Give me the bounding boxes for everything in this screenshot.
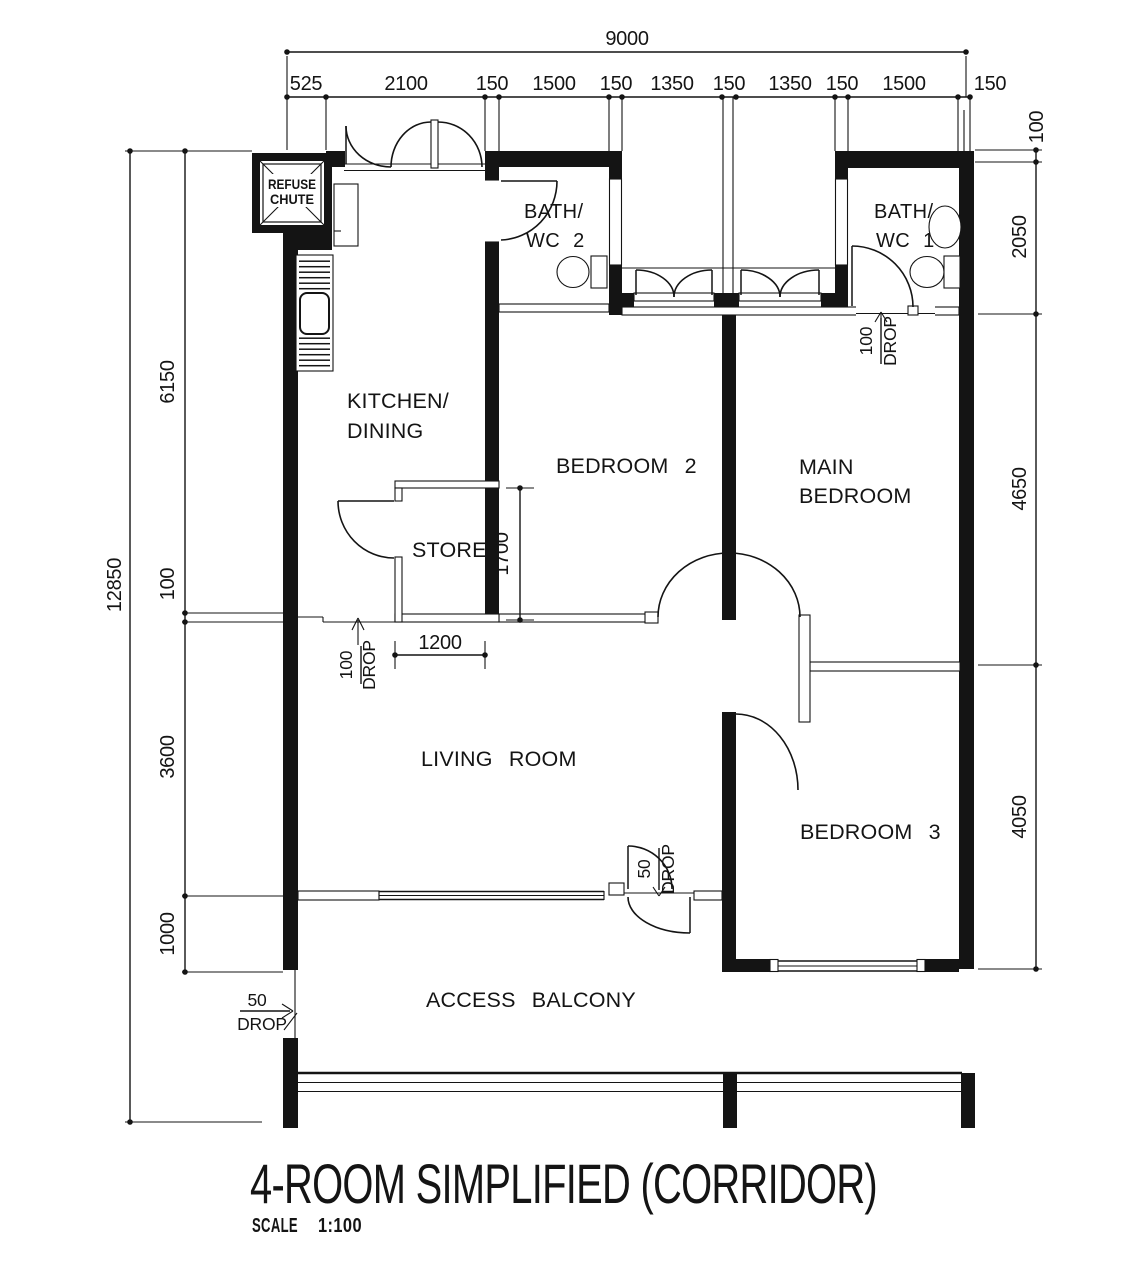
main-bedroom-label-1: MAIN	[799, 455, 854, 479]
dim-top-10: 150	[974, 73, 1007, 95]
dim-left-2: 3600	[157, 735, 179, 778]
dim-top-4: 150	[600, 73, 633, 95]
dim-left-0: 6150	[157, 360, 179, 403]
scale-label: SCALE	[252, 1215, 298, 1237]
balcony-drop-value: 50	[247, 990, 267, 1010]
dimensions-top: 9000 525 2100 150 1500 150 1350 150 1350…	[284, 28, 1007, 151]
dim-left-3: 1000	[157, 912, 179, 955]
bath2-label-2: WC 2	[526, 230, 585, 252]
bath1-label-2: WC 1	[876, 230, 935, 252]
entrance-drop-word: DROP	[658, 844, 678, 894]
dim-store-depth: 1700	[491, 532, 513, 575]
refuse-chute-label-1: REFUSE	[268, 176, 316, 192]
living-room-label: LIVING ROOM	[421, 747, 577, 771]
store-drop-value: 100	[336, 650, 356, 679]
refuse-chute: REFUSE CHUTE	[252, 153, 332, 233]
main-bedroom-label-2: BEDROOM	[799, 484, 912, 508]
dim-left-1: 100	[157, 568, 179, 601]
bath2-label-1: BATH/	[524, 201, 583, 223]
kitchen-label-2: DINING	[347, 419, 423, 443]
kitchen-fixtures	[295, 119, 483, 372]
dim-right-2: 4650	[1009, 467, 1031, 510]
dim-store-width: 1200	[418, 632, 461, 654]
bedroom2-label: BEDROOM 2	[556, 454, 697, 478]
access-balcony-label: ACCESS BALCONY	[426, 988, 636, 1012]
bedroom3-label: BEDROOM 3	[800, 820, 941, 844]
dim-right-0: 100	[1026, 111, 1048, 144]
dim-top-3: 1500	[532, 73, 575, 95]
dim-top-0: 525	[290, 73, 323, 95]
walls	[283, 151, 974, 1128]
balcony-drop-word: DROP	[237, 1014, 287, 1034]
dim-top-8: 150	[826, 73, 859, 95]
scale-value: 1:100	[318, 1215, 362, 1237]
dim-right-3: 4050	[1009, 795, 1031, 838]
windows	[344, 163, 926, 973]
bath1-label-1: BATH/	[874, 201, 933, 223]
bath1-drop-value: 100	[856, 326, 876, 355]
balcony-railing	[296, 1071, 975, 1128]
dim-overall-height: 12850	[104, 558, 126, 612]
dim-top-7: 1350	[768, 73, 811, 95]
recess-doors	[635, 269, 820, 298]
room-labels: KITCHEN/ DINING BEDROOM 2 MAIN BEDROOM L…	[347, 389, 941, 1012]
bath-wc-2: BATH/ WC 2	[484, 179, 608, 289]
dim-top-5: 1350	[650, 73, 693, 95]
store-room: STORE 1200 1700 100 DROP	[336, 485, 534, 690]
entrance-drop-value: 50	[634, 859, 654, 879]
dim-top-1: 2100	[384, 73, 427, 95]
entrance-door: 50 DROP	[624, 844, 694, 934]
bath-wc-1: BATH/ WC 1 100 DROP	[851, 201, 962, 366]
dim-overall-width: 9000	[605, 28, 648, 50]
dim-top-2: 150	[476, 73, 509, 95]
store-label: STORE	[412, 538, 487, 562]
corridor-doors	[657, 552, 801, 791]
bath1-drop-word: DROP	[880, 316, 900, 366]
kitchen-label-1: KITCHEN/	[347, 389, 449, 413]
balcony-drop: 50 DROP	[237, 990, 298, 1034]
dimensions-right: 100 2050 4650 4050	[975, 111, 1048, 972]
refuse-chute-label-2: CHUTE	[270, 191, 314, 207]
drawing-title: 4-ROOM SIMPLIFIED (CORRIDOR)	[250, 1152, 877, 1215]
store-drop-word: DROP	[359, 640, 379, 690]
dimensions-left: 12850 6150 100 3600 1000	[104, 148, 298, 1125]
dim-top-6: 150	[713, 73, 746, 95]
dim-top-9: 1500	[882, 73, 925, 95]
dim-right-1: 2050	[1009, 215, 1031, 258]
title-block: 4-ROOM SIMPLIFIED (CORRIDOR) SCALE 1:100	[250, 1152, 878, 1237]
